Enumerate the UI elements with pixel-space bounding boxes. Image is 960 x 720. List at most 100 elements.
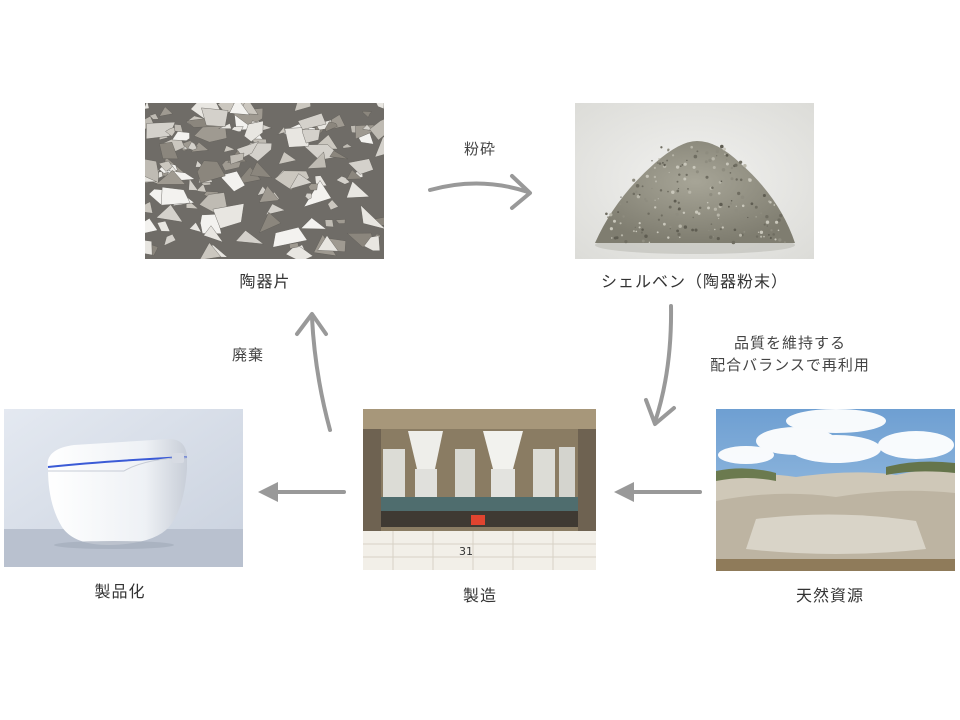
ceramic-shards-photo	[145, 103, 384, 259]
powder-granule	[783, 241, 786, 244]
powder-granule	[720, 180, 723, 183]
powder-granule	[730, 199, 733, 202]
powder-granule	[719, 202, 723, 207]
shard-fragment	[231, 126, 244, 132]
powder-granule	[645, 174, 649, 178]
powder-granule	[706, 201, 709, 204]
shard-fragment	[158, 160, 173, 172]
powder-granule	[770, 229, 773, 232]
shard-fragment	[346, 169, 363, 180]
shard-fragment	[145, 218, 158, 234]
toilet-photo	[4, 409, 243, 567]
powder-granule	[698, 206, 702, 210]
shard-fragment	[342, 143, 353, 149]
shard-fragment	[149, 113, 159, 120]
powder-granule	[641, 185, 644, 188]
powder-granule	[667, 149, 669, 152]
shard-fragment	[335, 219, 346, 224]
shard-fragment	[297, 112, 327, 130]
powder-granule	[663, 163, 666, 167]
powder-granule	[696, 150, 699, 153]
powder-granule	[724, 153, 726, 155]
powder-granule	[777, 218, 781, 222]
powder-granule	[653, 175, 657, 179]
powder-granule	[641, 239, 645, 243]
powder-granule	[773, 204, 776, 206]
powder-granule	[668, 171, 670, 174]
powder-granule	[740, 195, 745, 200]
ceramic-powder-photo	[575, 103, 814, 259]
shard-fragment	[375, 103, 384, 110]
powder-granule	[712, 166, 716, 169]
shard-fragment	[272, 227, 308, 248]
powder-granule	[737, 212, 739, 215]
powder-granule	[730, 166, 734, 170]
powder-granule	[725, 162, 729, 166]
powder-granule	[779, 213, 783, 218]
shard-fragment	[294, 103, 311, 112]
powder-granule	[632, 192, 636, 196]
powder-granule	[676, 189, 680, 193]
shard-fragment	[278, 151, 297, 165]
powder-granule	[713, 207, 718, 211]
powder-granule	[735, 205, 737, 207]
shard-fragment	[258, 185, 280, 203]
shard-fragment	[374, 136, 384, 158]
kiln-number: 31	[459, 545, 473, 558]
manufacturing-label: 製造	[462, 586, 497, 605]
powder-granule	[667, 236, 670, 239]
powder-granule	[609, 227, 613, 231]
powder-granule	[763, 235, 765, 238]
powder-granule	[715, 148, 719, 152]
powder-granule	[695, 170, 699, 174]
powder-granule	[660, 146, 663, 149]
powder-granule	[641, 228, 644, 231]
powder-granule	[716, 237, 720, 241]
powder-granule	[620, 234, 624, 237]
powder-granule	[709, 192, 713, 197]
powder-granule	[777, 229, 780, 232]
shard-fragment	[145, 201, 153, 214]
powder-granule	[714, 228, 716, 231]
powder-granule	[704, 160, 708, 164]
powder-granule	[760, 235, 763, 238]
powder-granule	[774, 238, 777, 241]
powder-granule	[613, 219, 616, 223]
powder-granule	[609, 213, 613, 217]
reuse-label-line1: 品質を維持する	[733, 334, 846, 352]
powder-granule	[660, 214, 663, 217]
powder-granule	[657, 218, 661, 221]
powder-granule	[688, 190, 692, 194]
product-label: 製品化	[94, 582, 146, 601]
powder-granule	[759, 230, 764, 235]
powder-granule	[697, 212, 701, 215]
shard-fragment	[189, 222, 202, 233]
powder-granule	[619, 222, 622, 225]
shard-fragment	[235, 230, 265, 245]
shard-fragment	[329, 150, 349, 160]
powder-granule	[668, 205, 672, 209]
shard-fragment	[265, 203, 286, 216]
shard-fragment	[304, 192, 312, 200]
powder-granule	[778, 238, 782, 242]
powder-granule	[676, 180, 679, 183]
powder-granule	[768, 234, 770, 236]
powder-granule	[617, 211, 620, 214]
powder-granule	[678, 173, 681, 176]
powder-granule	[611, 237, 613, 239]
powder-granule	[654, 199, 656, 201]
shard-fragment	[229, 152, 245, 165]
powder-granule	[748, 178, 752, 182]
arrow-natural-to-manufacturing	[614, 482, 702, 502]
shard-fragment	[250, 161, 273, 178]
shard-fragment	[317, 235, 339, 252]
powder-granule	[675, 165, 680, 169]
powder-granule	[705, 175, 709, 179]
powder-granule	[754, 205, 758, 209]
shard-fragment	[145, 121, 176, 140]
powder-granule	[644, 198, 647, 201]
shard-fragment	[156, 220, 171, 232]
powder-granule	[638, 222, 641, 225]
powder-granule	[634, 190, 638, 194]
